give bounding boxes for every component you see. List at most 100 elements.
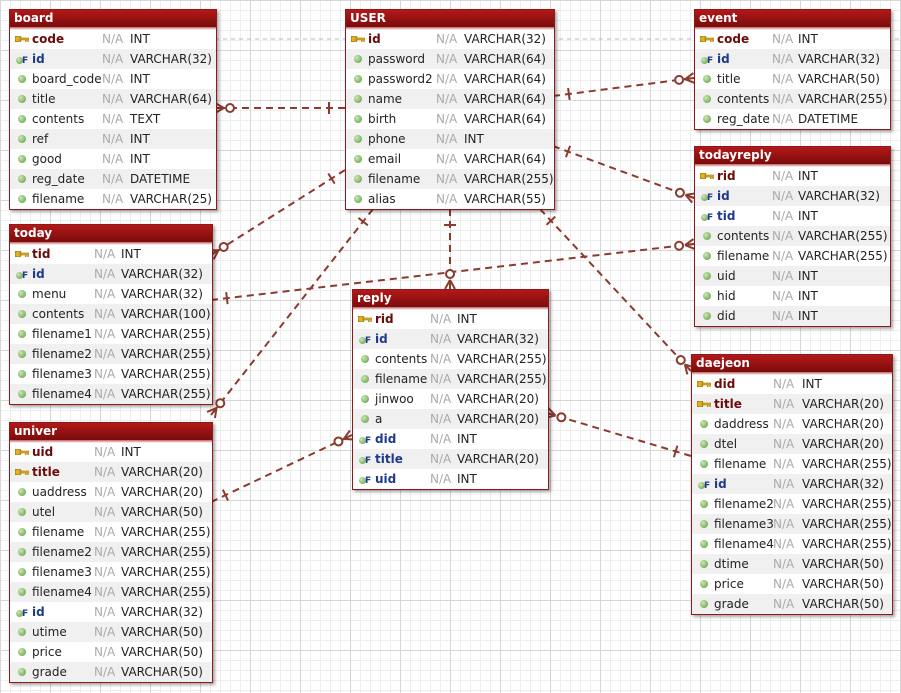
relationship-line[interactable] (552, 145, 695, 199)
foreign-key-icon: F (357, 429, 373, 449)
column-type: VARCHAR(20) (802, 417, 884, 431)
column-type: INT (798, 209, 818, 223)
column-icon (350, 149, 366, 169)
relationship-line[interactable] (546, 412, 692, 457)
relationship-line[interactable] (210, 169, 346, 256)
column-name: uaddress (32, 485, 87, 499)
relationship-line[interactable] (552, 77, 695, 97)
primary-key-icon (699, 166, 715, 186)
relationship-line[interactable] (539, 208, 692, 372)
column-type: VARCHAR(50) (802, 597, 884, 611)
column-name: id (717, 189, 730, 203)
relationship-line[interactable] (210, 434, 353, 503)
column-type: VARCHAR(20) (457, 452, 539, 466)
column-type: VARCHAR(32) (457, 332, 539, 346)
relationship-line[interactable] (210, 208, 374, 416)
optional-marker (674, 187, 685, 198)
column-type: VARCHAR(50) (802, 577, 884, 591)
